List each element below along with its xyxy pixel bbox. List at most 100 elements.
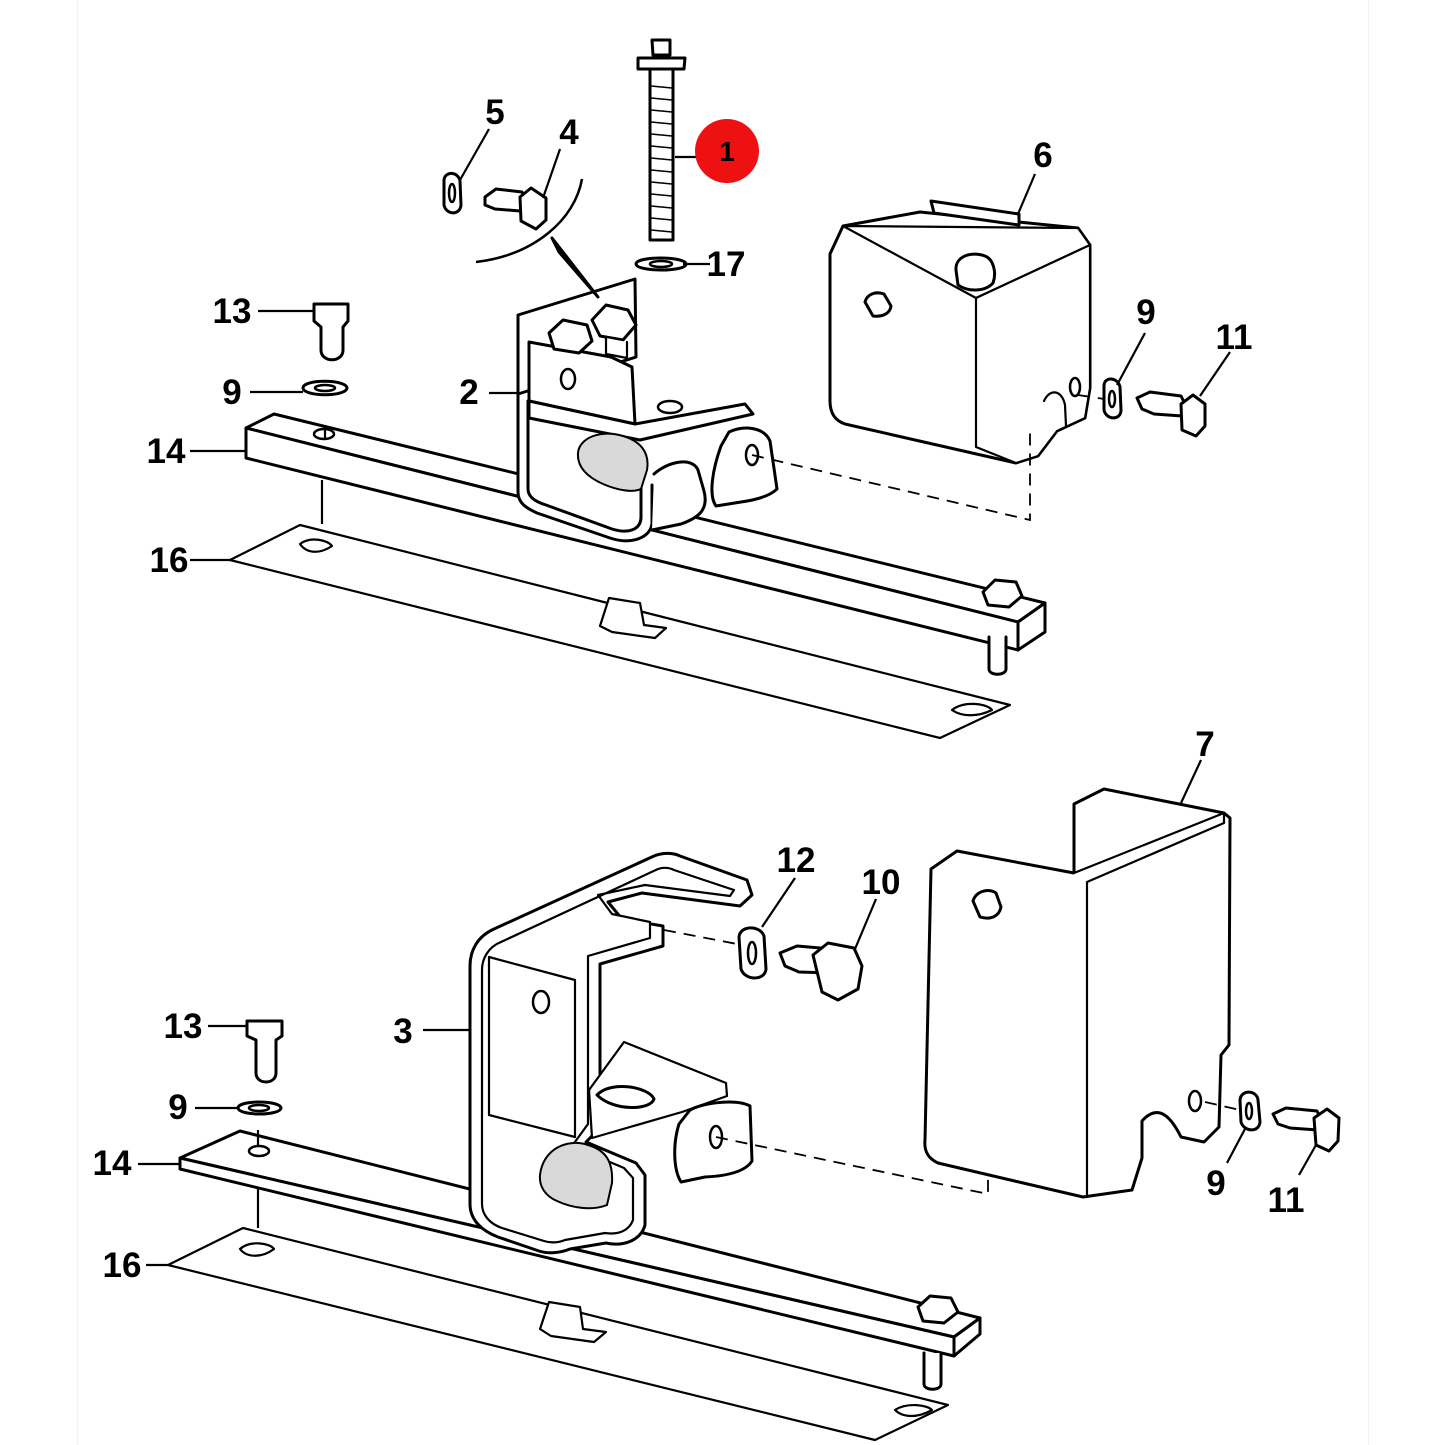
top-bolt-alignment-line <box>1077 394 1105 400</box>
top-stud-washer-center <box>648 259 674 269</box>
bottom-bracket-mount-plate <box>487 955 577 1139</box>
leader-9-bottom-right <box>1226 1126 1247 1164</box>
top-cover-bolt <box>1135 390 1188 418</box>
callout-12-label: 12 <box>777 841 816 880</box>
top-cover-top-slot <box>929 199 1021 227</box>
bottom-cover-slot <box>971 889 1003 920</box>
callout-labels: 1 2 3 4 5 6 7 9 9 9 9 10 11 11 12 13 13 … <box>93 93 1305 1285</box>
callout-3-label: 3 <box>393 1012 412 1051</box>
bottom-left-stud <box>245 1019 284 1084</box>
top-detail-pointer <box>550 236 600 299</box>
bottom-top-washer-center <box>746 940 758 966</box>
top-cover-bolt-head <box>1179 393 1207 438</box>
top-bracket-bolt-2-shank <box>604 336 629 360</box>
bottom-cover-alignment-line <box>715 1136 989 1196</box>
leader-4 <box>541 148 562 199</box>
top-left-bolt-head <box>518 186 548 231</box>
bottom-cover-bolt-head <box>1312 1107 1341 1153</box>
top-stud-top-nut <box>636 56 687 71</box>
bottom-rail-hole <box>247 1144 271 1158</box>
callout-11-top-label: 11 <box>1216 318 1253 357</box>
callout-9-bottom-right-label: 9 <box>1206 1164 1225 1203</box>
bottom-top-bolt-head <box>811 941 864 1002</box>
bottom-bracket-frame-inner <box>480 866 736 1244</box>
bottom-rail-end-bolt-head <box>916 1294 960 1325</box>
callout-17-label: 17 <box>707 245 746 284</box>
top-bracket-ear <box>710 426 779 508</box>
callout-14-bottom-label: 14 <box>93 1144 132 1183</box>
leader-12 <box>761 877 796 928</box>
top-bracket-bolt-2 <box>590 303 638 342</box>
callout-14-top-label: 14 <box>147 432 186 471</box>
callout-6-label: 6 <box>1033 136 1052 175</box>
bottom-shim-end-slot <box>893 1404 934 1418</box>
leader-6 <box>1016 173 1037 215</box>
bottom-cover-bolt-hole <box>1187 1089 1203 1113</box>
top-stud-cap <box>650 38 672 57</box>
top-rail-end-bolt-stud <box>987 635 1008 676</box>
bottom-rail-end-bolt-stud <box>922 1351 943 1391</box>
top-bracket-side-hole <box>559 367 577 391</box>
top-rail-end-bolt-head <box>981 578 1024 609</box>
bottom-cover-washer-center <box>1244 1101 1254 1121</box>
top-cover-notch-cut <box>1042 391 1068 428</box>
top-cover-washer-center <box>1107 389 1117 409</box>
callout-4-label: 4 <box>559 113 579 152</box>
top-cover-bolt-hole <box>1068 376 1082 398</box>
callout-16-bottom-label: 16 <box>103 1246 142 1285</box>
callout-2-label: 2 <box>459 373 478 412</box>
highlight-callout-circle <box>695 119 759 183</box>
top-stud-threads <box>650 85 673 233</box>
callout-9-top-right-label: 9 <box>1136 293 1155 332</box>
leader-5 <box>459 128 490 181</box>
top-base-rail-end <box>1016 601 1047 652</box>
top-assembly <box>228 38 1207 740</box>
bottom-bolt-alignment-line <box>1204 1101 1241 1111</box>
callout-5-label: 5 <box>485 93 504 132</box>
bottom-bracket-lower-shelf <box>587 1040 729 1140</box>
top-bracket-stud-hole <box>656 399 684 415</box>
top-left-stud-washer-center <box>313 383 337 393</box>
top-bracket-bolt-1 <box>547 318 594 355</box>
callout-9-bottom-left-label: 9 <box>168 1088 187 1127</box>
top-shim-slot <box>298 538 334 553</box>
leader-11-bottom <box>1298 1144 1317 1176</box>
bottom-left-stud-washer-center <box>247 1103 271 1113</box>
leader-7 <box>1180 759 1202 804</box>
leader-10 <box>853 898 878 950</box>
top-stud-shaft <box>648 68 675 242</box>
callout-1-label: 1 <box>719 136 735 167</box>
top-bracket-mount-plate <box>527 340 637 426</box>
bottom-bracket-stud-slot <box>595 1085 656 1109</box>
top-bracket-top-shelf <box>527 399 755 442</box>
bottom-base-rail-end <box>952 1316 982 1358</box>
top-cover-round-notch <box>954 252 997 292</box>
bottom-bracket-spacer <box>538 1141 614 1210</box>
callout-9-top-left-label: 9 <box>222 373 241 412</box>
callout-13-top-label: 13 <box>213 292 252 331</box>
top-cover-slot <box>863 291 893 318</box>
callout-13-bottom-label: 13 <box>164 1007 203 1046</box>
bottom-bracket-side-hole <box>531 989 551 1015</box>
top-left-washer-center <box>447 182 457 204</box>
bottom-shim-tab <box>538 1300 608 1344</box>
top-shim-end-slot <box>950 702 994 717</box>
bottom-cover-shield <box>923 787 1232 1199</box>
top-bracket-strap <box>650 460 707 532</box>
leader-11-top <box>1199 351 1231 397</box>
bottom-assembly <box>166 787 1341 1442</box>
top-cover-alignment-line <box>751 430 1031 522</box>
top-shim-tab <box>598 596 668 640</box>
parts-diagram-sheet <box>78 0 1368 1445</box>
bottom-shim-slot <box>238 1242 276 1257</box>
top-bracket-spacer <box>576 432 649 492</box>
bottom-bracket-top-alignment-line <box>663 929 738 945</box>
callout-7-label: 7 <box>1195 725 1214 764</box>
top-detail-arc <box>475 178 584 264</box>
leader-9-top-right <box>1116 332 1146 386</box>
bottom-cover-fold <box>1072 811 1226 1199</box>
top-left-stud <box>312 302 350 362</box>
callout-11-bottom-label: 11 <box>1268 1181 1305 1220</box>
